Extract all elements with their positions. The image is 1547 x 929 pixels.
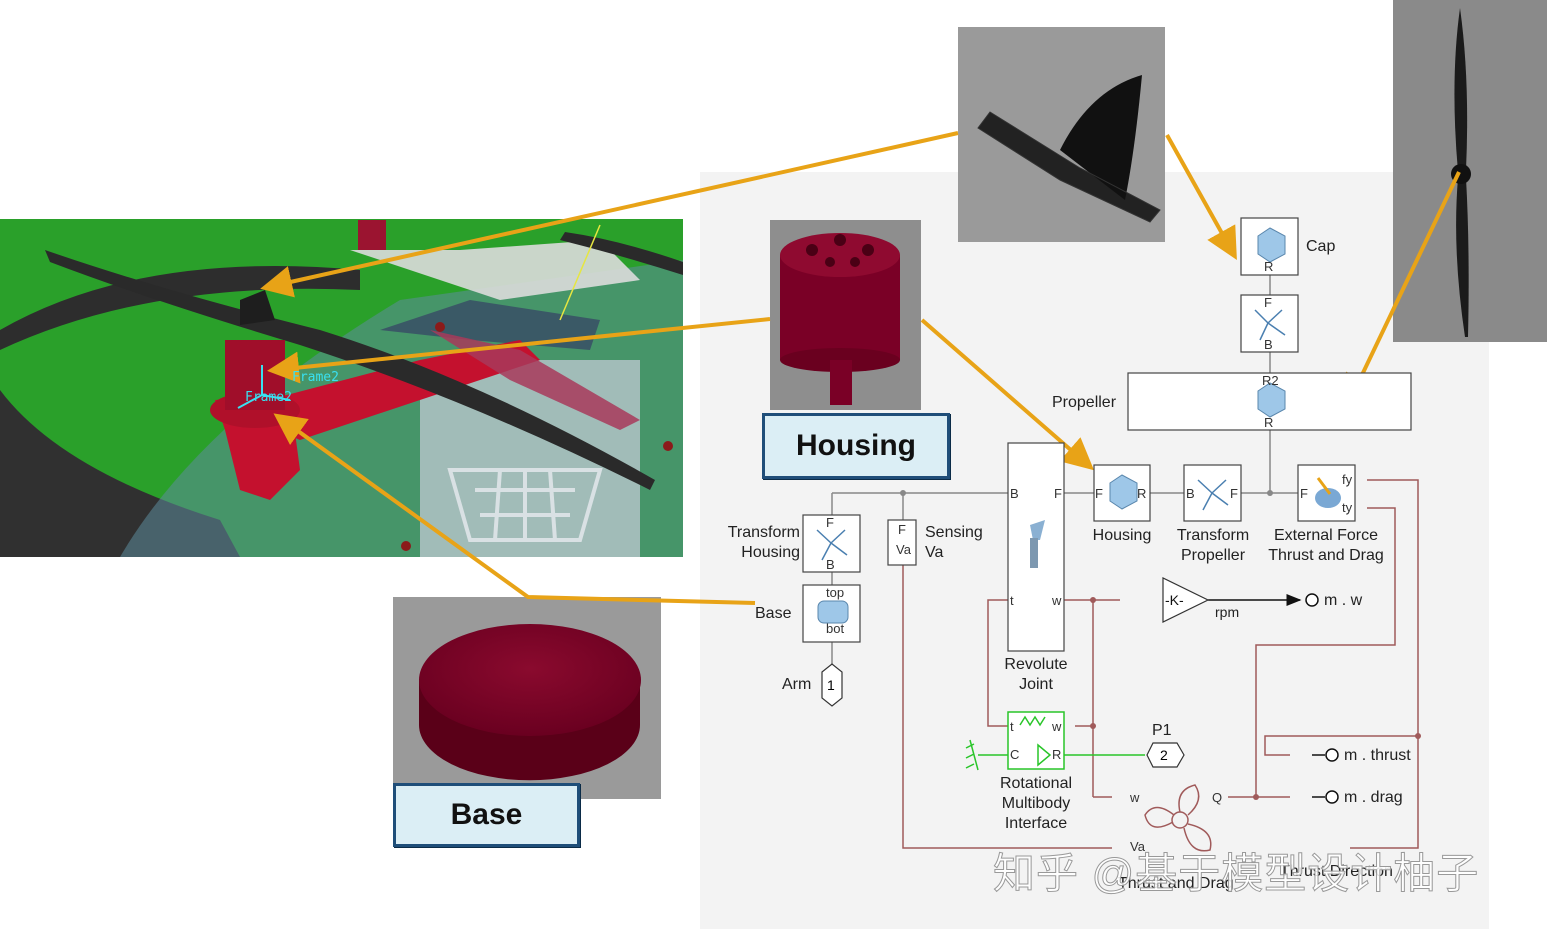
revolute-line1: Revolute <box>1004 656 1068 673</box>
frame-label-b: Frame2 <box>245 390 292 405</box>
junction-dots <box>900 490 1421 800</box>
tp-port-b: B <box>1186 486 1195 501</box>
rotational-interface-block <box>1007 711 1065 770</box>
out-w-terminal <box>1305 593 1319 607</box>
revolute-port-w: w <box>1052 593 1062 608</box>
td-port-w: w <box>1130 790 1140 805</box>
revolute-port-f: F <box>1054 486 1062 501</box>
arm-port-shape <box>821 663 843 707</box>
revolute-port-b: B <box>1010 486 1019 501</box>
prop-port-r: R <box>1264 415 1274 430</box>
thrust-drag-label[interactable]: Thrust and Drag <box>1118 875 1234 892</box>
signal-connections <box>902 479 1419 849</box>
housing-block-label[interactable]: Housing <box>1092 527 1152 544</box>
base-port-bot: bot <box>826 621 845 636</box>
propeller-label[interactable]: Propeller <box>1052 394 1117 411</box>
prop-port-r2: R2 <box>1262 373 1279 388</box>
base-port-top: top <box>826 585 845 600</box>
th-port-f: F <box>826 515 834 530</box>
ext-port-ty: ty <box>1342 500 1353 515</box>
transform-propeller-line2: Propeller <box>1180 547 1246 564</box>
out-thrust-terminal <box>1325 748 1339 762</box>
3d-viewport <box>0 219 683 557</box>
arm-port-number: 1 <box>827 677 835 693</box>
td-port-va: Va <box>1130 839 1145 854</box>
transform-propeller-label[interactable]: Transform Propeller <box>1163 526 1263 566</box>
base-image <box>393 597 661 799</box>
rpm-label: rpm <box>1215 604 1240 620</box>
thrust-direction-label[interactable]: Thrust Direction <box>1280 863 1393 880</box>
ext-port-f: F <box>1300 486 1308 501</box>
transform-housing-line2: Housing <box>741 544 800 561</box>
sensing-label[interactable]: Sensing Va <box>925 523 983 563</box>
tp-port-f: F <box>1230 486 1238 501</box>
gain-value: -K- <box>1165 592 1184 608</box>
rmi-port-w: w <box>1052 719 1062 734</box>
out-thrust-label[interactable]: m . thrust <box>1344 747 1411 764</box>
transform-housing-label[interactable]: Transform Housing <box>712 523 800 563</box>
housing-callout: Housing <box>762 413 950 479</box>
sensing-port-va: Va <box>896 542 911 557</box>
th-port-b: B <box>826 557 835 572</box>
cap-label[interactable]: Cap <box>1306 238 1336 255</box>
gain-block <box>1162 577 1210 623</box>
frame-label-a: Frame2 <box>292 370 339 385</box>
rmi-port-r: R <box>1052 747 1062 762</box>
block-icons <box>816 227 1341 852</box>
revolute-joint-label[interactable]: Revolute Joint <box>992 655 1080 695</box>
td-port-q: Q <box>1212 790 1223 805</box>
arm-label[interactable]: Arm <box>782 676 812 693</box>
base-callout: Base <box>393 783 580 847</box>
rotational-interface-label[interactable]: Rotational Multibody Interface <box>985 774 1087 834</box>
sensing-line2: Va <box>925 544 944 561</box>
sensing-port-f: F <box>898 522 906 537</box>
external-force-line1: External Force <box>1273 527 1379 544</box>
rmi-port-t: t <box>1010 719 1014 734</box>
sensing-line1: Sensing <box>925 524 983 541</box>
housing-port-r: R <box>1137 486 1147 501</box>
housing-port-f: F <box>1095 486 1103 501</box>
tf-port-b: B <box>1264 337 1273 352</box>
transform-housing-line1: Transform <box>727 524 800 541</box>
ext-port-fy: fy <box>1342 472 1353 487</box>
transform-propeller-line1: Transform <box>1176 527 1250 544</box>
housing-image <box>770 220 921 410</box>
rotational-line1: Rotational <box>999 775 1073 792</box>
out-drag-label[interactable]: m . drag <box>1344 789 1403 806</box>
cap-port-r: R <box>1264 259 1274 274</box>
out-w-label[interactable]: m . w <box>1324 592 1363 609</box>
watermark: 知乎 @基于模型设计柚子 <box>992 850 1480 898</box>
revolute-port-t: t <box>1010 593 1014 608</box>
p1-label[interactable]: P1 <box>1152 722 1172 739</box>
p1-port-number: 2 <box>1160 747 1168 763</box>
pointer-arrows <box>260 131 1461 605</box>
external-force-line2: Thrust and Drag <box>1268 547 1384 564</box>
propeller-image <box>1393 0 1547 342</box>
rmi-port-c: C <box>1010 747 1020 762</box>
rotational-line2: Multibody <box>1001 795 1071 812</box>
external-force-label[interactable]: External Force Thrust and Drag <box>1262 526 1390 566</box>
rotational-line3: Interface <box>1004 815 1068 832</box>
p1-port-shape <box>1146 742 1185 768</box>
revolute-line2: Joint <box>1019 676 1053 693</box>
base-block-label[interactable]: Base <box>755 605 792 622</box>
out-drag-terminal <box>1325 790 1339 804</box>
tf-port-f: F <box>1264 295 1272 310</box>
cap-image <box>958 27 1165 242</box>
